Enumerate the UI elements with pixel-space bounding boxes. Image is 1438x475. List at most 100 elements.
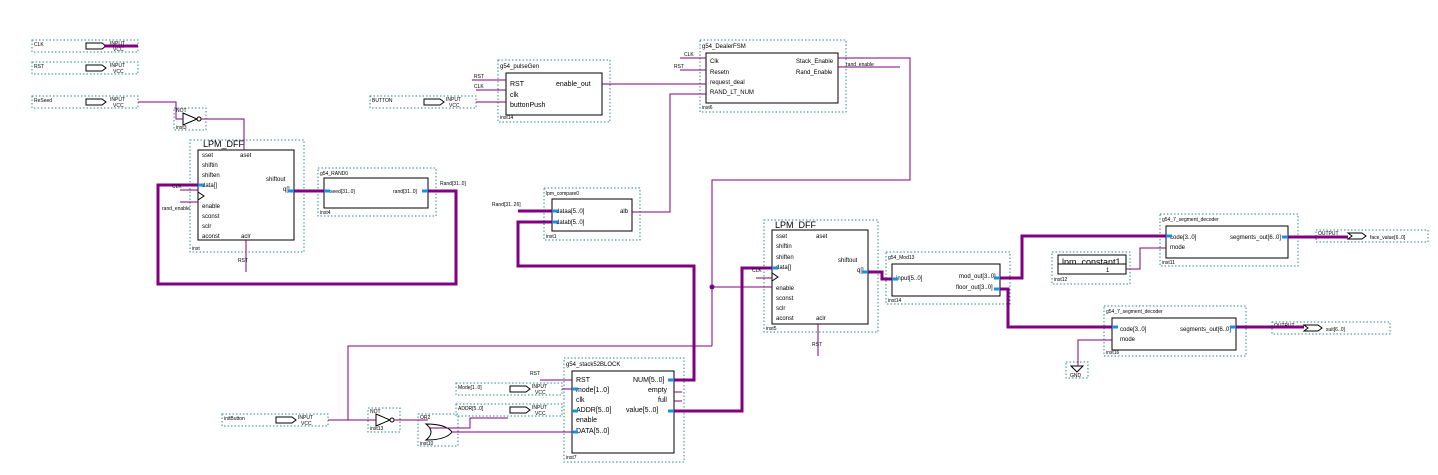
net-label-clk: CLK [684,52,694,58]
pin-vcc: VCC [113,69,124,75]
block-title: lpm_constant1 [1062,257,1121,267]
port-request-deal: request_deal [710,80,745,86]
net-label-rst: RST [530,371,540,377]
gate-title: NOT [370,409,381,415]
const-value: 1 [1106,268,1110,274]
port-mod-out: mod_out[3..0] [959,274,996,280]
port-sclr: sclr [202,224,211,230]
port-mode: mode [1120,337,1136,343]
dealer-fsm-block[interactable]: g54_DealerFSM Clk Resetn request_deal RA… [699,39,847,113]
input-pin-mode[interactable]: Mode[1..0] INPUT VCC [455,382,563,396]
block-inst: inst12 [1054,277,1068,283]
port-rand-lt-num: RAND_LT_NUM [710,90,754,96]
port-shiftin: shiftin [202,163,218,169]
port-sconst: sconst [776,296,794,302]
pin-name: BUTTON [372,98,393,104]
port-aclr: aclr [816,316,826,322]
input-pin-button[interactable]: BUTTON INPUT VCC [369,95,477,109]
gate-inst: inst13 [370,426,384,432]
block-title: g54_pulseGen [500,64,539,70]
port-data: data[] [776,265,791,271]
pin-stubs [198,183,1288,434]
net-label-rand-slice: Rand[31..26] [492,202,521,208]
seven-seg-decoder-2[interactable]: g54_7_segment_decoder code[3..0] mode se… [1103,305,1247,357]
input-pin-reseed[interactable]: ReSeed INPUT VCC [31,95,139,109]
port-aclr: aclr [241,234,251,240]
port-num: NUM[5..0] [633,377,665,384]
port-shiften: shiften [202,173,220,179]
port-rand: rand[31..0] [393,189,418,195]
port-full: full [658,397,667,404]
port-segments-out: segments_out[6..0] [1230,235,1281,241]
port-shiftin: shiftin [776,244,792,250]
port-mode: mode [1170,245,1186,251]
pin-vcc: VCC [535,411,546,417]
pin-tag: INPUT [110,97,125,103]
block-inst: inst1 [546,234,557,240]
pin-tag: INPUT [532,384,547,390]
gate-inst: inst10 [420,441,434,447]
pulsegen-block[interactable]: g54_pulseGen RST clk buttonPush enable_o… [497,59,611,123]
port-aset: aset [240,153,252,159]
gnd-symbol: GND [1065,361,1089,379]
or-gate-inst10[interactable]: OR2 inst10 [417,413,459,447]
block-inst: inst7 [566,455,577,461]
wires [138,57,1166,433]
seven-seg-decoder-1[interactable]: g54_7_segment_decoder code[3..0] mode se… [1159,213,1299,267]
port-sset: sset [202,153,213,159]
gate-inst: inst3 [176,125,187,131]
input-pin-addr[interactable]: ADDR[5..0] INPUT VCC [455,403,563,417]
net-label-rand: Rand[31..0] [440,181,466,187]
port-sset: sset [776,234,787,240]
net-label-clk: CLK [752,268,762,274]
gnd-label: GND [1070,373,1082,379]
port-shiftout: shiftout [838,258,858,264]
input-pin-rst[interactable]: RST INPUT VCC [31,61,139,75]
port-seed: seed[31..0] [330,189,355,195]
port-data: DATA[5..0] [576,428,609,435]
lpm-constant-block[interactable]: lpm_constant1 1 inst12 [1051,251,1131,285]
lpm-dff-inst5[interactable]: LPM_DFF sset shiftin shiften data[] enab… [763,219,879,333]
stack52-block[interactable]: g54_stack52BLOCK RST mode[1..0] clk ADDR… [563,357,685,463]
gate-title: NOT [176,108,187,114]
pin-vcc: VCC [113,47,124,53]
block-title: g54_DealerFSM [702,44,746,50]
pin-tag: INPUT [110,63,125,69]
port-data: data[] [202,183,217,189]
pin-name: ReSeed [34,98,52,104]
port-floor-out: floor_out[3..0] [956,285,993,291]
pin-name: RST [34,64,44,70]
port-clk: clk [510,92,519,99]
mod13-block[interactable]: g54_Mod13 input[5..0] mod_out[3..0] floo… [885,251,1011,305]
port-clk: Clk [710,59,720,65]
block-inst: inst5 [766,326,777,332]
net-labels: CLK RST RST CLK rand_enable Rand[31..0] … [162,52,874,377]
net-label-rst: RST [674,64,684,70]
net-label-rst: RST [474,74,484,80]
net-label-clk: CLK [172,184,182,190]
gate-title: OR2 [420,415,431,421]
port-enable: enable [202,204,221,210]
port-q: q[] [857,268,864,274]
pin-name: CLK [34,42,44,48]
block-title: LPM_DFF [775,220,817,230]
pin-tag: OUTPUT [1318,231,1339,237]
rand-block-inst4[interactable]: g54_RAND0 seed[31..0] rand[31..0] inst4 [317,167,437,217]
buses [104,44,1348,413]
port-dataa: dataa[5..0] [556,209,585,215]
net-label-rst: RST [812,342,822,348]
pin-name: face_value[6..0] [1370,235,1406,241]
input-pin-initbutton[interactable]: initButton INPUT VCC [221,413,329,427]
pin-name: initButton [224,416,245,422]
lpm-dff-inst[interactable]: LPM_DFF sset shiftin shiften data[] enab… [189,139,305,253]
port-segments-out: segments_out[6..0] [1180,327,1231,333]
port-rst: RST [576,377,591,384]
lpm-compare-block[interactable]: lpm_compare0 dataa[5..0] datab[5..0] alb… [543,187,641,241]
block-title: lpm_compare0 [546,191,579,197]
port-code: code[3..0] [1120,327,1147,333]
port-shiftout: shiftout [266,177,286,183]
port-stack-enable: Stack_Enable [796,59,834,65]
port-sclr: sclr [776,306,785,312]
port-q: q[] [283,187,290,193]
